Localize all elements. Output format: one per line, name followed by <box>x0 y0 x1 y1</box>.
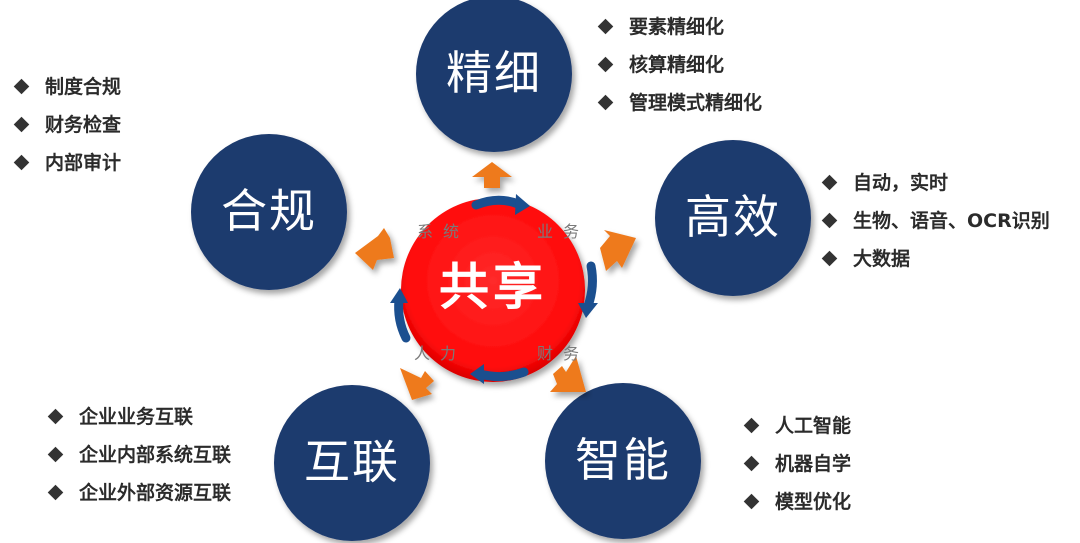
diamond-bullet-icon <box>47 408 64 425</box>
diamond-bullet-icon <box>821 212 838 229</box>
list-jingxi: 要素精细化 核算精细化 管理模式精细化 <box>594 8 762 122</box>
list-item: 人工智能 <box>740 407 851 445</box>
ring-arrow-left <box>394 295 411 343</box>
list-gaoxiao: 自动，实时 生物、语音、OCR识别 大数据 <box>818 164 1058 278</box>
list-hegui: 制度合规 财务检查 内部审计 <box>10 68 121 182</box>
list-item: 自动，实时 <box>818 164 1058 202</box>
diamond-bullet-icon <box>13 154 30 171</box>
ring-arrow-top-head-icon <box>515 194 530 215</box>
arrow-right-icon <box>600 230 636 271</box>
diamond-bullet-icon <box>743 417 760 434</box>
list-hulian: 企业业务互联 企业内部系统互联 企业外部资源互联 <box>44 398 231 512</box>
diamond-bullet-icon <box>597 56 614 73</box>
list-item: 企业外部资源互联 <box>44 474 231 512</box>
diamond-bullet-icon <box>821 174 838 191</box>
list-item: 生物、语音、OCR识别 <box>818 202 1058 240</box>
arrow-up-icon <box>472 162 512 188</box>
diamond-bullet-icon <box>47 446 64 463</box>
diamond-bullet-icon <box>597 94 614 111</box>
arrow-bottom-right-icon <box>550 356 586 392</box>
ring-arrow-bottom-head-icon <box>470 364 484 384</box>
node-title-hulian: 互联 <box>304 435 400 489</box>
node-title-zhineng: 智能 <box>575 433 671 487</box>
list-zhineng: 人工智能 机器自学 模型优化 <box>740 407 851 521</box>
node-circle-jingxi <box>416 0 572 152</box>
ring-arrow-left-head-icon <box>390 288 408 303</box>
diamond-bullet-icon <box>821 250 838 267</box>
ring-label-top-left: 系统 <box>417 222 470 241</box>
list-item: 制度合规 <box>10 68 121 106</box>
node-title-hegui: 合规 <box>221 184 317 238</box>
node-title-gaoxiao: 高效 <box>685 190 781 244</box>
diamond-bullet-icon <box>47 484 64 501</box>
list-item: 模型优化 <box>740 483 851 521</box>
list-item: 大数据 <box>818 240 1058 278</box>
list-item: 企业内部系统互联 <box>44 436 231 474</box>
diamond-bullet-icon <box>743 455 760 472</box>
node-circle-zhineng <box>545 383 701 539</box>
list-item: 管理模式精细化 <box>594 84 762 122</box>
ring-label-top-right: 业务 <box>537 222 590 241</box>
node-title-jingxi: 精细 <box>446 46 542 100</box>
arrow-bottom-left-icon <box>400 368 434 400</box>
node-circle-gaoxiao <box>655 140 811 296</box>
node-circle-hegui <box>191 134 347 290</box>
list-item: 机器自学 <box>740 445 851 483</box>
ring-arrow-right-head-icon <box>578 303 598 318</box>
list-item: 内部审计 <box>10 144 121 182</box>
list-item: 核算精细化 <box>594 46 762 84</box>
ring-arrow-bottom <box>475 367 529 382</box>
list-item: 要素精细化 <box>594 8 762 46</box>
center-circle <box>401 198 585 382</box>
ring-label-bottom-right: 财务 <box>537 344 590 363</box>
diamond-bullet-icon <box>13 78 30 95</box>
diamond-bullet-icon <box>597 18 614 35</box>
ring-arrow-right <box>583 261 597 311</box>
ring-arrow-top <box>471 195 523 210</box>
arrow-left-icon <box>355 228 394 270</box>
node-circle-hulian <box>274 385 430 541</box>
diamond-bullet-icon <box>13 116 30 133</box>
ring-label-bottom-left: 人力 <box>414 344 467 363</box>
diamond-bullet-icon <box>743 493 760 510</box>
center-title: 共享 <box>439 258 547 316</box>
list-item: 财务检查 <box>10 106 121 144</box>
list-item: 企业业务互联 <box>44 398 231 436</box>
